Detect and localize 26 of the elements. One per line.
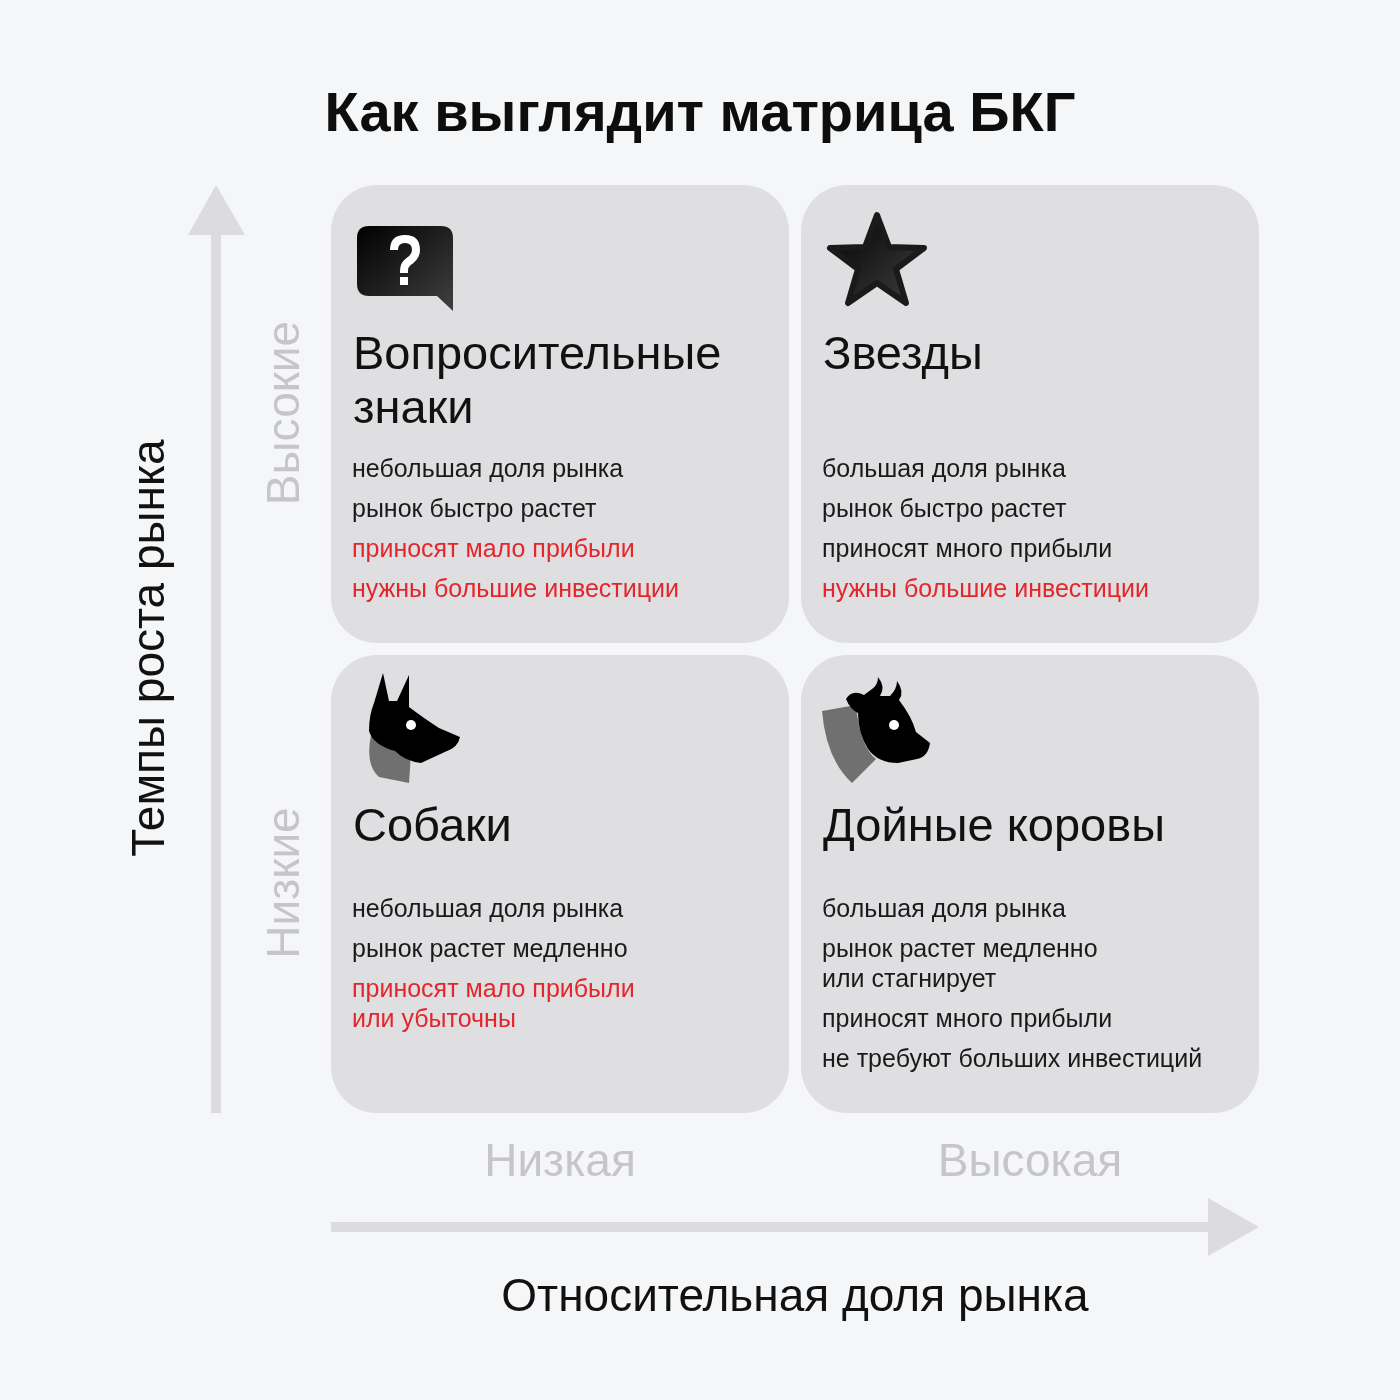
quadrant-card [331,185,789,643]
quadrant-title: Вопросительные знаки [353,326,723,434]
quadrant-title: Дойные коровы [823,798,1166,852]
quadrant-note: приносят много прибыли [822,1003,1113,1033]
quadrant-note: небольшая доля рынка [352,453,624,483]
quadrant-card [331,655,789,1113]
quadrant-note: приносят мало прибыли или убыточны [352,973,636,1033]
quadrant-note: нужны большие инвестиции [822,573,1150,603]
quadrant-note: рынок быстро растет [822,493,1067,523]
quadrant-note: нужны большие инвестиции [352,573,680,603]
quadrant-card [801,655,1259,1113]
quadrant-note: приносят мало прибыли [352,533,635,563]
axis-title: Темпы роста рынка [122,439,174,857]
quadrant-title: Звезды [823,326,984,380]
axis-title: Относительная доля рынка [501,1269,1089,1321]
page-title: Как выглядит матрица БКГ [323,80,1077,144]
quadrant-title: Собаки [353,798,513,852]
quadrant-note: рынок растет медленно [352,933,628,963]
quadrant-card [801,185,1259,643]
quadrant-note: большая доля рынка [822,453,1066,483]
quadrant-note: большая доля рынка [822,893,1066,923]
quadrant-note: не требуют больших инвестиций [822,1043,1203,1073]
quadrant-note: рынок растет медленно или стагнирует [822,933,1099,993]
quadrant-note: рынок быстро растет [352,493,597,523]
quadrant-note: приносят много прибыли [822,533,1113,563]
quadrant-note: небольшая доля рынка [352,893,624,923]
